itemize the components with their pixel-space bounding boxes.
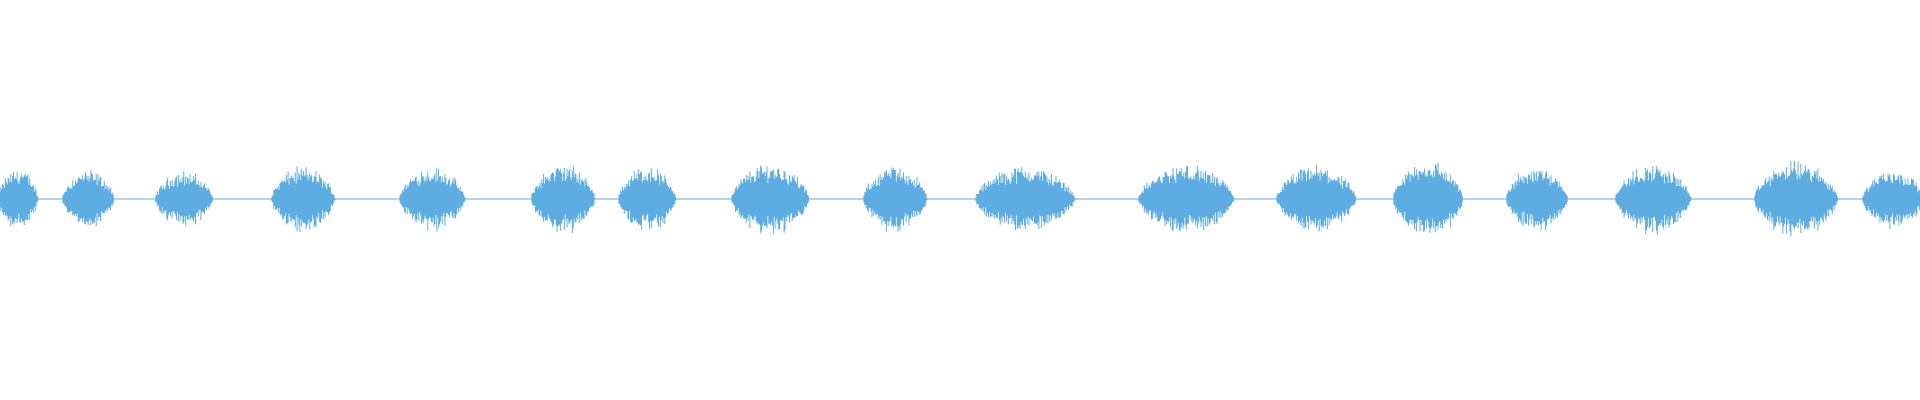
waveform-burst xyxy=(62,170,114,227)
waveform-burst-path xyxy=(1862,173,1920,230)
waveform-burst-path xyxy=(731,165,809,234)
waveform-burst-path xyxy=(271,166,336,232)
waveform-burst xyxy=(155,171,214,226)
waveform-burst-path xyxy=(62,170,114,227)
waveform-burst xyxy=(975,167,1076,231)
waveform-burst xyxy=(0,171,39,227)
waveform-burst-path xyxy=(1615,166,1692,235)
waveform-burst-path xyxy=(1393,162,1463,234)
waveform-burst xyxy=(1862,173,1920,230)
waveform-burst xyxy=(531,166,596,233)
waveform-burst xyxy=(618,168,677,230)
waveform-burst xyxy=(1276,164,1356,232)
waveform-burst-path xyxy=(1276,164,1356,232)
waveform-burst-path xyxy=(1138,165,1234,232)
waveform-burst xyxy=(1506,170,1568,231)
waveform-burst xyxy=(399,167,466,232)
waveform-burst-path xyxy=(1506,170,1568,231)
waveform-burst xyxy=(271,166,336,232)
waveform-burst-path xyxy=(1754,160,1839,237)
waveform-burst-path xyxy=(863,167,928,232)
waveform-burst xyxy=(1754,160,1839,237)
waveform-burst-path xyxy=(531,166,596,233)
waveform-burst-path xyxy=(618,168,677,230)
waveform-burst-path xyxy=(155,171,214,226)
waveform-burst xyxy=(1138,165,1234,232)
waveform-burst-path xyxy=(399,167,466,232)
waveform-burst xyxy=(731,165,809,234)
waveform-burst xyxy=(863,167,928,232)
waveform-burst-path xyxy=(0,171,39,227)
waveform-bursts xyxy=(0,160,1920,237)
waveform-burst xyxy=(1615,166,1692,235)
waveform-burst-path xyxy=(975,167,1076,231)
waveform-burst xyxy=(1393,162,1463,234)
